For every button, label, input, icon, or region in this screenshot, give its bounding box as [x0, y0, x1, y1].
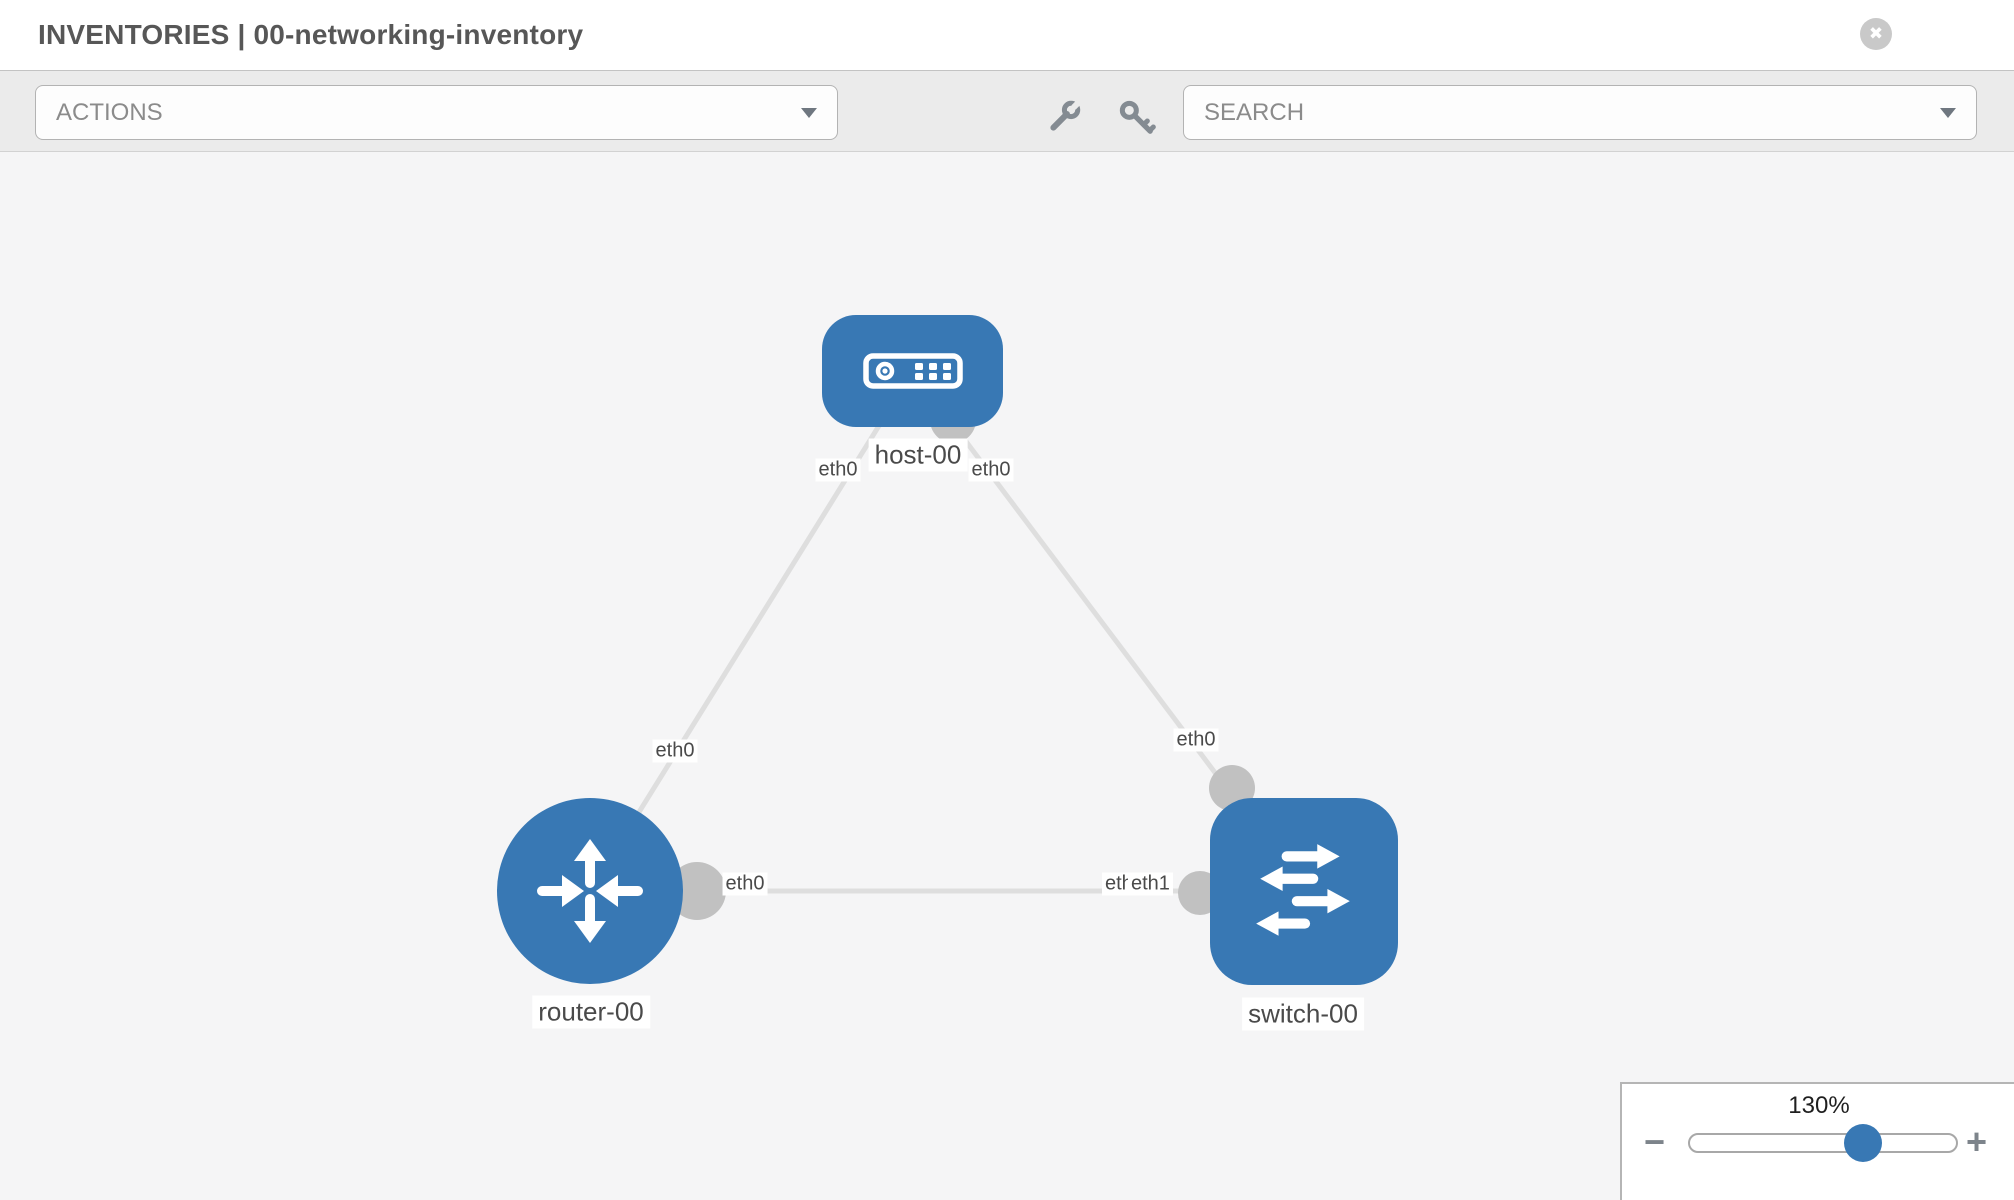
node-router-00[interactable]: [497, 798, 683, 984]
chevron-down-icon: [801, 107, 817, 118]
chevron-down-icon: [1940, 107, 1956, 118]
toolbar: ACTIONS SEARCH: [0, 70, 2014, 152]
node-switch-00[interactable]: [1210, 798, 1398, 985]
page-header: INVENTORIES | 00-networking-inventory ✖: [0, 0, 2014, 70]
interface-label: eth0: [815, 458, 861, 482]
wrench-icon: [1050, 99, 1082, 131]
search-dropdown-value: SEARCH: [1204, 98, 1305, 126]
credentials-button[interactable]: [1116, 95, 1156, 139]
router-icon: [537, 839, 643, 943]
interface-label: eth0: [652, 739, 698, 763]
interface-label: eth0: [968, 458, 1014, 482]
key-icon: [1119, 100, 1156, 134]
interface-dot: [668, 862, 726, 920]
zoom-slider-thumb[interactable]: [1844, 1124, 1882, 1162]
interface-label: eth0: [1173, 728, 1219, 752]
node-label-switch-00: switch-00: [1242, 997, 1364, 1031]
zoom-widget: 130% − +: [1620, 1082, 2014, 1200]
topology-canvas[interactable]: host-00 router-00 switch-00 eth0 eth0 et…: [0, 152, 2014, 1200]
node-label-router-00: router-00: [532, 995, 650, 1029]
switch-icon: [1256, 843, 1350, 936]
close-button[interactable]: ✖: [1860, 18, 1892, 50]
actions-dropdown[interactable]: ACTIONS: [35, 85, 838, 140]
search-dropdown[interactable]: SEARCH: [1183, 85, 1977, 140]
interface-label: eth0: [722, 872, 768, 896]
zoom-out-button[interactable]: −: [1644, 1121, 1666, 1162]
zoom-in-button[interactable]: +: [1966, 1121, 1988, 1162]
links-layer: [587, 369, 1306, 920]
configure-button[interactable]: [1044, 95, 1084, 139]
zoom-level: 130%: [1788, 1092, 1850, 1119]
interface-label-clipped: eth0: [1102, 872, 1129, 896]
actions-dropdown-value: ACTIONS: [56, 98, 163, 126]
zoom-slider-track[interactable]: [1688, 1124, 1958, 1162]
node-host-00[interactable]: [822, 315, 1003, 427]
node-label-host-00: host-00: [868, 438, 968, 472]
host-icon: [862, 353, 963, 389]
interface-label: eth1: [1128, 872, 1173, 896]
page-title: INVENTORIES | 00-networking-inventory: [38, 19, 584, 50]
link-host-router: [587, 369, 916, 893]
close-icon: ✖: [1868, 24, 1884, 43]
